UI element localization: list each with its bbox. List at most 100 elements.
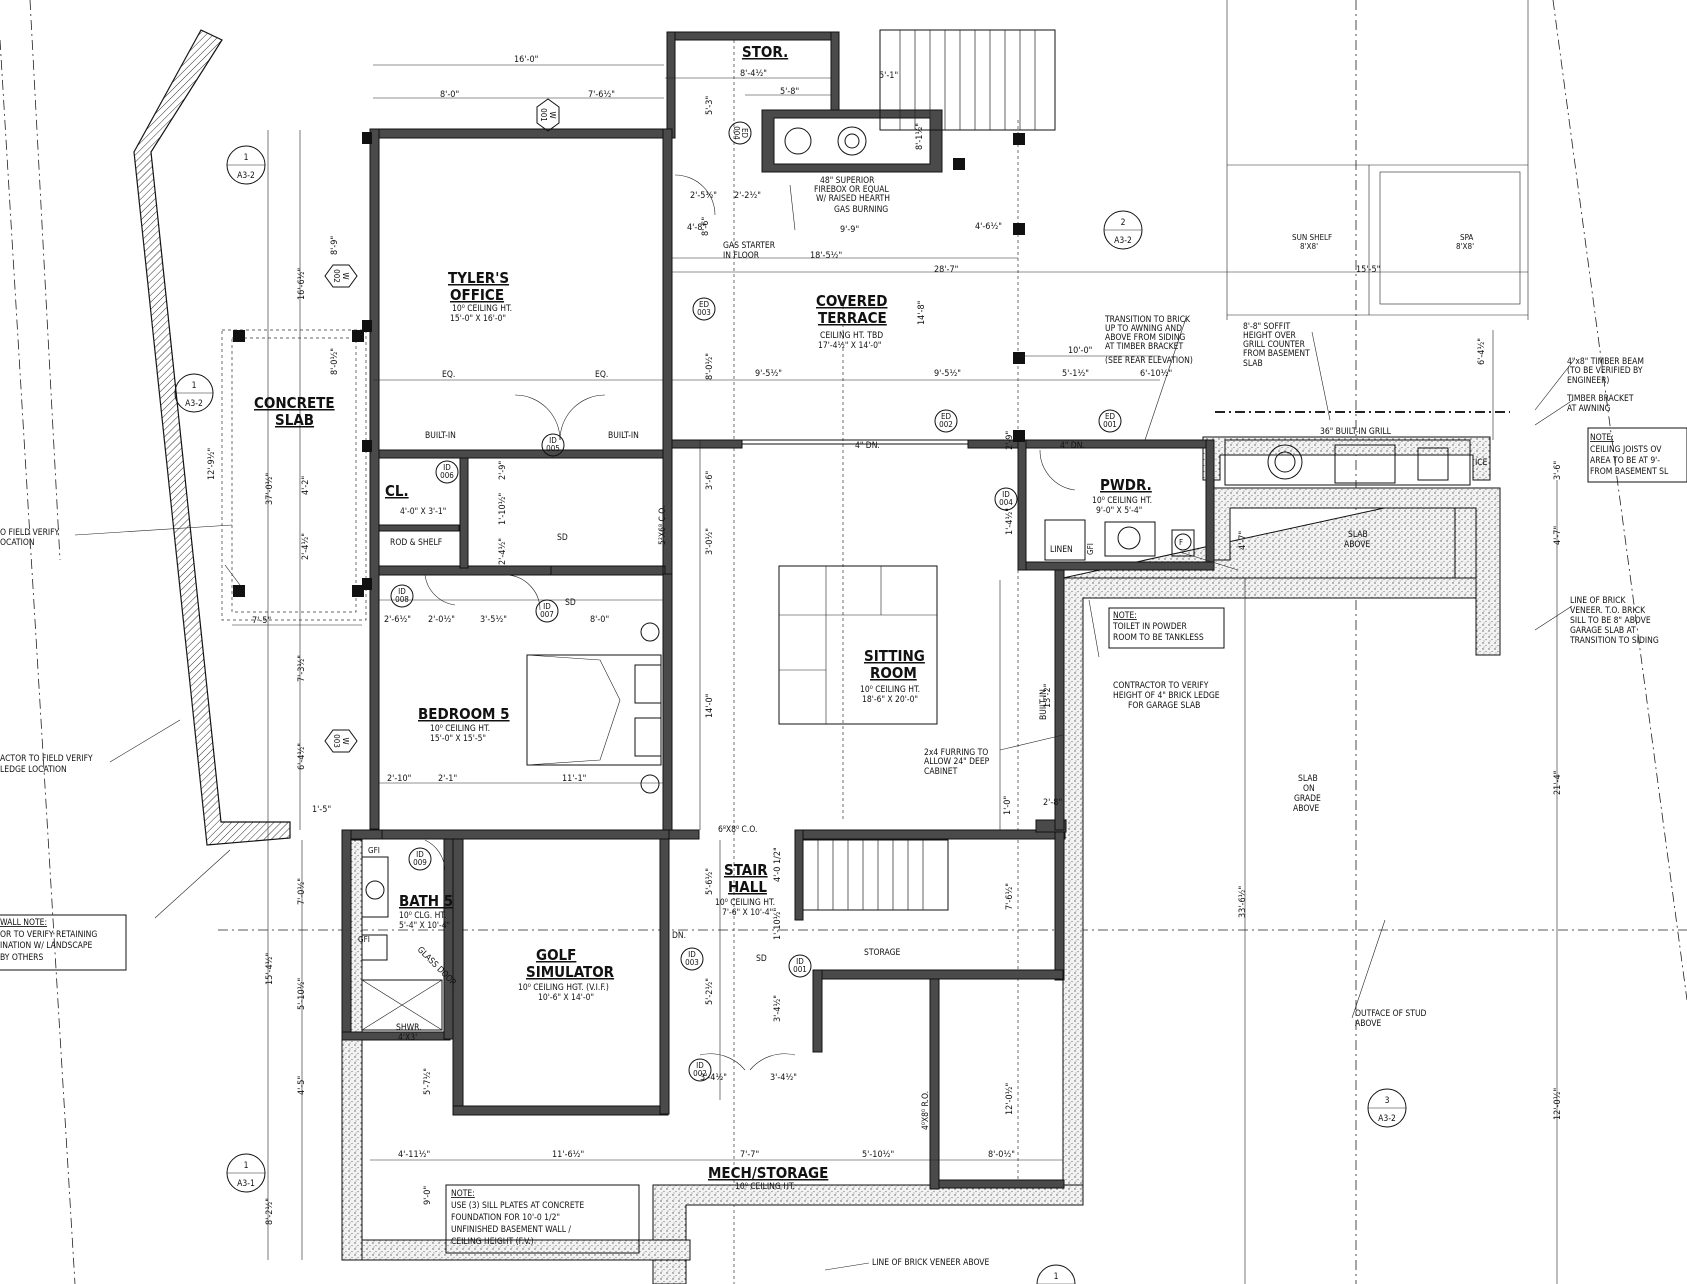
note-wall-title: WALL NOTE: [0,918,47,928]
stor-name: STOR. [742,43,788,61]
pwdr-size: 9'-0" X 5'-4" [1096,506,1142,516]
dims-d7_0: 7'-0½" [297,878,307,905]
dims-d5_6: 5'-6½" [705,868,715,895]
tags-id007n: 007 [540,610,554,619]
dims-d4_8: 4'-8" [687,223,706,233]
note-bracket-2: AT AWNING [1567,404,1611,414]
tags-id003n: 003 [685,958,699,967]
note-furring-3: CABINET [924,767,958,777]
dn-label: DN. [672,931,686,941]
pwdr-name: PWDR. [1100,476,1152,494]
storage-label: STORAGE [864,948,901,958]
pool-area [1226,0,1529,320]
dims-d4_7: 4'-7" [1238,531,1248,550]
dims-d2_6: 2'-6½" [384,615,411,625]
note-sill-1: USE (3) SILL PLATES AT CONCRETE [451,1201,584,1211]
note-ceiling-3: FROM BASEMENT SL [1590,467,1669,477]
tags-id005: ID [549,436,557,445]
note-soffit-4: FROM BASEMENT [1243,349,1310,359]
rod-shelf-label: ROD & SHELF [390,538,442,548]
dims-d2_1: 2'-1" [438,774,457,784]
note-timber-1: 4"x8" TIMBER BEAM [1567,357,1644,367]
dims-d5_1: 5'-1" [879,71,898,81]
bath-fixtures [361,856,443,1031]
note-brick-4: GARAGE SLAB AT [1570,626,1636,636]
co-label-2: 6⁸X8⁰ C.O. [718,825,757,835]
terrace-ceiling: CEILING HT. TBD [820,331,883,341]
concrete-name2: SLAB [275,411,314,429]
dims-d12_9: 12'-9½" [207,448,217,480]
note-left-1a: O FIELD VERIFY [0,528,60,538]
note-firebox-4: GAS BURNING [834,205,888,215]
dims-d2_9: 2'-9" [498,461,508,480]
note-gas-1: GAS STARTER [723,241,776,251]
dims-d16_6: 16'-6½" [297,268,307,300]
dims-d8_6: 8'-6" [701,217,711,236]
stair-name: STAIR [724,861,768,879]
dims-d8_4: 8'-4½" [740,69,767,79]
tags-id008n: 008 [395,595,409,604]
tags-w003: W [341,737,350,744]
note-timber-3: ENGINEER) [1567,376,1609,386]
note-sog-4: ABOVE [1293,804,1319,814]
dims-d14_0a: 14'-0" [705,694,715,718]
dims-d9_5b: 9'-5½" [934,369,961,379]
office-name2: OFFICE [450,286,504,304]
cl-name: CL. [385,482,409,500]
sections-s6: 1 [1054,1272,1059,1282]
dims-d6_4b: 6'-4½" [297,743,307,770]
bedroom-name: BEDROOM 5 [418,705,510,723]
dims-d12_0: 12'-0½" [1005,1083,1015,1115]
note-transition-3: ABOVE FROM SIDING [1105,333,1185,343]
gfi-label-3: GFI [358,935,370,944]
builtin-label-1: BUILT-IN [425,431,456,441]
stairs-top [879,29,1056,131]
dims-d8_9: 8'-9" [330,236,340,255]
note-left-2a: ACTOR TO FIELD VERIFY [0,754,93,764]
note-ledge-3: FOR GARAGE SLAB [1128,701,1200,711]
dims-d2_8: 2'-8" [1043,798,1062,808]
window-tags: W 001 W 002 W 003 [324,98,560,753]
eq-label-1: EQ. [442,370,455,380]
note-soffit-3: GRILL COUNTER [1243,340,1306,350]
note-transition-1: TRANSITION TO BRICK [1104,315,1191,325]
note-transition-4: AT TIMBER BRACKET [1105,342,1183,352]
note-toilet-title: NOTE: [1113,611,1137,621]
dims-d7_6: 7'-6½" [588,90,615,100]
note-brick-5: TRANSITION TO SIDING [1569,636,1659,646]
retaining-wall [133,29,291,846]
dims-d1_5: 1'-5" [312,805,331,815]
sd-label-3: SD [756,954,767,964]
dims-d4_2: 4'-2" [301,476,311,495]
sitting-name: SITTING [864,647,925,665]
tags-id001: ID [796,957,804,966]
note-firebox-1: 48" SUPERIOR [820,176,875,186]
shwr-size: 4'X3' [398,1033,417,1043]
dims-d11_1: 11'-1" [562,774,586,784]
dims-d4_0: 4'-0 1/2" [773,847,783,882]
note-brick-3: SILL TO BE 8" ABOVE [1570,616,1651,626]
mech-name: MECH/STORAGE [708,1164,828,1182]
tags-id003: ID [688,950,696,959]
tags-id006n: 006 [440,471,454,480]
sections-s1s: A3-2 [237,171,255,181]
dims-d5_10: 5'-10½" [297,978,307,1010]
sections-s5s: A3-1 [237,1179,255,1189]
dims-d7_5: 7'-5" [252,616,271,626]
dims-d8_0e: 8'-0½" [988,1150,1015,1160]
tags-ed004: ED [740,128,749,139]
dims-d8_0d: 8'-0" [590,615,609,625]
golf-name: GOLF [536,946,576,964]
fireplace-detail [784,126,867,156]
note-wall-2: INATION W/ LANDSCAPE [0,941,93,951]
dims-d1_0: 1'-0" [1003,796,1013,815]
terrace-name: COVERED [816,292,887,310]
note-wall-1: OR TO VERIFY RETAINING [0,930,97,940]
grill-counter [1215,411,1510,486]
note-firebox-3: W/ RAISED HEARTH [816,194,890,204]
note-brick-line: LINE OF BRICK VENEER ABOVE [872,1258,990,1268]
note-toilet-2: ROOM TO BE TANKLESS [1113,633,1204,643]
note-sill-title: NOTE: [451,1189,475,1199]
dims-d7_7: 7'-7" [740,1150,759,1160]
